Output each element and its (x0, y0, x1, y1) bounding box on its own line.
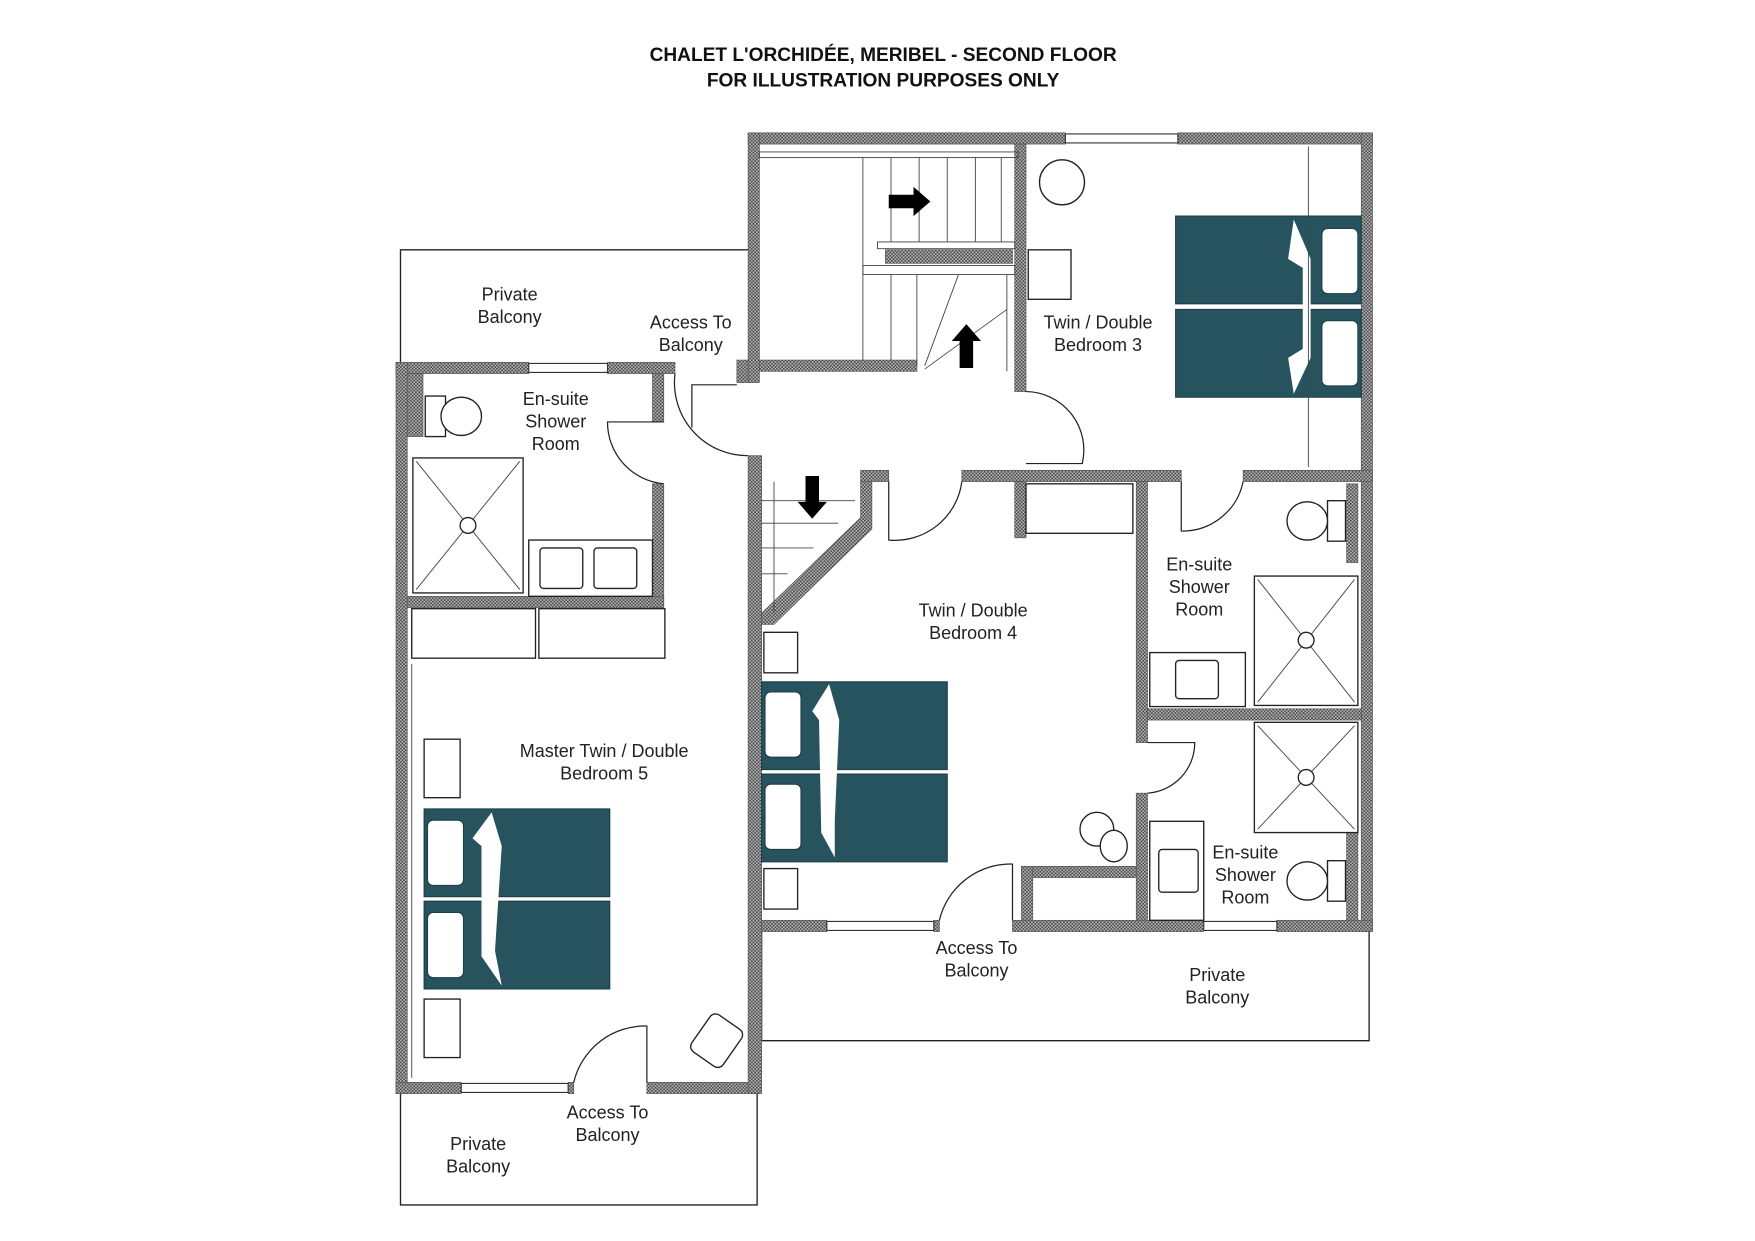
furniture (411, 146, 1309, 1078)
label-ensuite-right-top-3: Room (1175, 599, 1223, 619)
plan-title: CHALET L'ORCHIDÉE, MERIBEL - SECOND FLOO… (650, 44, 1117, 66)
label-bedroom5: Master Twin / Double (520, 741, 689, 761)
bed-bedroom5 (423, 808, 611, 990)
label-ensuite-right-bottom-3: Room (1221, 887, 1269, 907)
plan-subtitle: FOR ILLUSTRATION PURPOSES ONLY (707, 71, 1060, 92)
label-bedroom3: Twin / Double (1043, 313, 1152, 333)
bathroom-fixtures (411, 395, 1359, 921)
bed-bedroom3 (1175, 215, 1362, 398)
label-bedroom4: Twin / Double (919, 601, 1028, 621)
doors (573, 373, 1244, 1083)
label-ensuite-left-2: Shower (525, 412, 586, 432)
label-ensuite-left: En-suite (523, 389, 589, 409)
label-private-balcony-top-left-2: Balcony (478, 307, 542, 327)
arrow-up-icon (951, 324, 981, 368)
label-access-bottom-mid-2: Balcony (944, 961, 1008, 981)
label-access-bottom-left-2: Balcony (575, 1125, 639, 1145)
arrow-right-icon (888, 186, 931, 217)
label-ensuite-right-bottom-2: Shower (1215, 865, 1276, 885)
windows (460, 133, 1278, 1093)
label-access-bottom-mid: Access To (936, 938, 1018, 958)
label-access-bottom-left: Access To (567, 1102, 649, 1122)
staircase (758, 151, 1019, 614)
label-bedroom5-2: Bedroom 5 (560, 764, 648, 784)
label-bedroom3-2: Bedroom 3 (1054, 335, 1142, 355)
label-access-top: Access To (650, 313, 732, 333)
label-private-balcony-bottom-left: Private (450, 1134, 506, 1154)
arrow-down-icon (797, 475, 827, 519)
label-bedroom4-2: Bedroom 4 (929, 623, 1017, 643)
label-private-balcony-bottom-left-2: Balcony (446, 1156, 510, 1176)
label-ensuite-left-3: Room (532, 434, 580, 454)
label-ensuite-right-bottom: En-suite (1212, 842, 1278, 862)
label-access-top-2: Balcony (659, 335, 723, 355)
label-ensuite-right-top: En-suite (1166, 554, 1232, 574)
label-ensuite-right-top-2: Shower (1169, 577, 1230, 597)
bed-bedroom4 (761, 681, 948, 863)
label-private-balcony-top-left: Private (482, 284, 538, 304)
label-private-balcony-bottom-right: Private (1189, 965, 1245, 985)
walls (395, 132, 1373, 1094)
room-labels: Private Balcony Access To Balcony Twin /… (446, 284, 1278, 1176)
label-private-balcony-bottom-right-2: Balcony (1185, 988, 1249, 1008)
